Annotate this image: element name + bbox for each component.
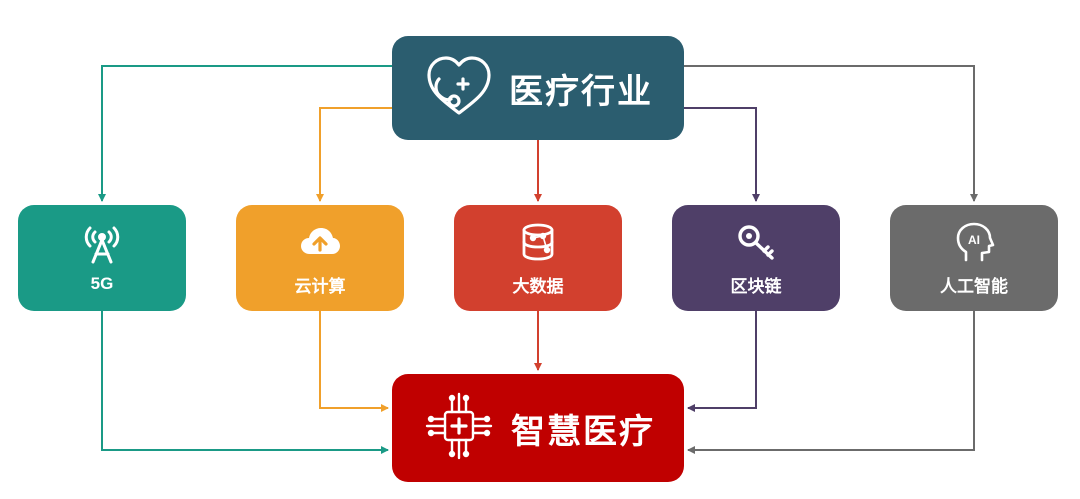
arrow-top-to-cloud xyxy=(316,107,392,202)
chip-plus-icon xyxy=(421,388,497,469)
arrow-ai-to-bottom xyxy=(687,311,975,454)
antenna-icon xyxy=(80,222,124,266)
arrow-chain-to-bottom xyxy=(687,311,757,412)
arrow-top-to-5g xyxy=(98,65,392,202)
svg-text:AI: AI xyxy=(968,233,980,247)
arrow-top-to-ai xyxy=(684,65,978,202)
tech-5g-label: 5G xyxy=(90,274,114,293)
tech-cloud-computing: 云计算 xyxy=(236,205,404,311)
tech-big-data: 大数据 xyxy=(454,205,622,311)
heart-stethoscope-icon xyxy=(423,53,495,124)
tech-ai: AI 人工智能 xyxy=(890,205,1058,311)
tech-chain-label: 区块链 xyxy=(730,276,782,296)
arrow-5g-to-bottom xyxy=(101,311,389,454)
tech-5g: 5G xyxy=(18,205,186,311)
key-icon xyxy=(734,220,778,264)
database-icon xyxy=(516,220,560,264)
smart-healthcare-label: 智慧医疗 xyxy=(511,412,655,451)
tech-cloud-label: 云计算 xyxy=(294,276,346,296)
cloud-upload-icon xyxy=(298,220,342,264)
arrow-top-to-chain xyxy=(684,107,760,202)
ai-head-icon: AI xyxy=(952,220,996,264)
tech-data-label: 大数据 xyxy=(512,276,564,296)
medical-industry-label: 医疗行业 xyxy=(509,72,653,111)
tech-blockchain: 区块链 xyxy=(672,205,840,311)
medical-industry-node: 医疗行业 xyxy=(392,36,684,140)
tech-ai-label: 人工智能 xyxy=(940,276,1008,296)
arrow-cloud-to-bottom xyxy=(319,311,389,412)
smart-healthcare-node: 智慧医疗 xyxy=(392,374,684,482)
